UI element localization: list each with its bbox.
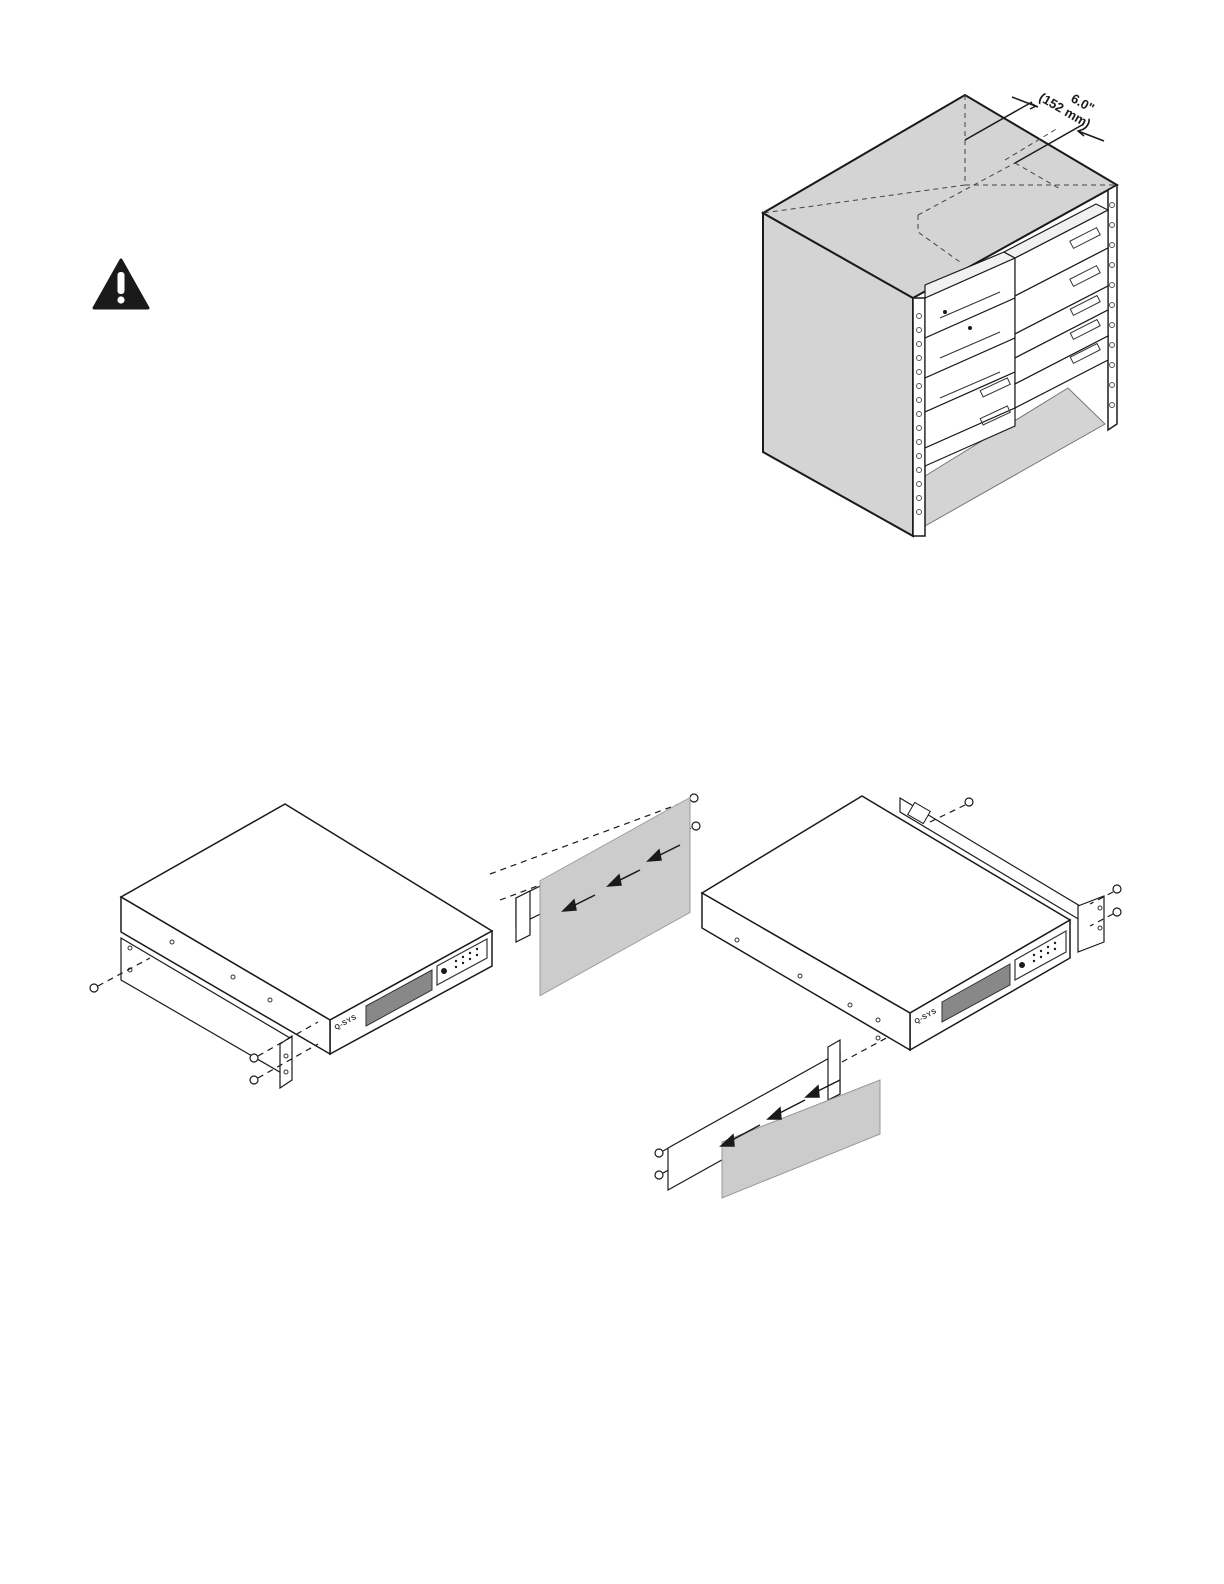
separate-bracket-face-right	[828, 1040, 840, 1100]
rack-ear-flange-right	[1078, 896, 1104, 952]
